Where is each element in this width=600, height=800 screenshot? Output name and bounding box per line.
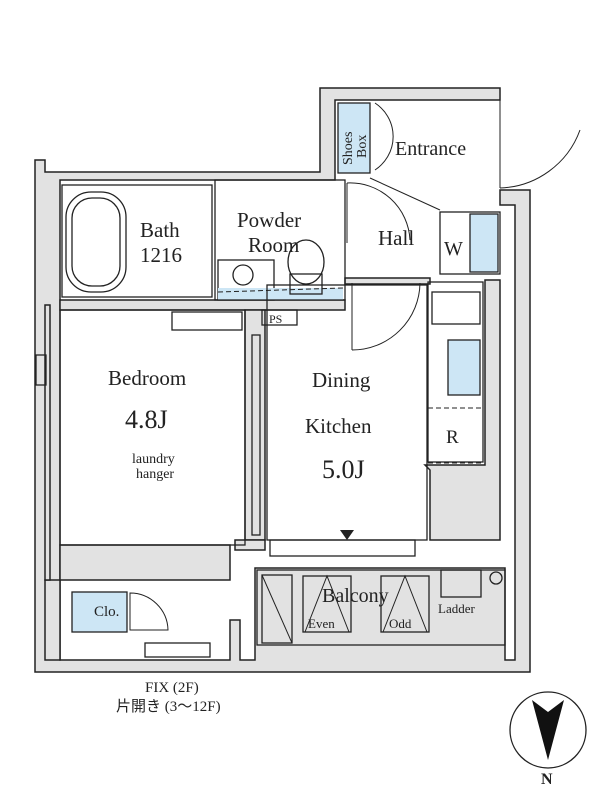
ladder-hatch xyxy=(440,569,482,598)
drain-icon xyxy=(489,571,503,585)
window-note-line2: 片開き (3〜12F) xyxy=(116,698,221,715)
refrigerator-space xyxy=(427,407,484,464)
kitchen-label: Kitchen xyxy=(305,414,372,438)
shoes-box xyxy=(337,102,371,174)
sink xyxy=(447,339,481,396)
closet-door xyxy=(129,592,169,631)
bedroom-size: 4.8J xyxy=(125,405,168,434)
balcony-window xyxy=(269,539,416,557)
bedroom-label: Bedroom xyxy=(108,366,186,390)
kitchen-door xyxy=(351,282,421,351)
balcony-label: Balcony xyxy=(322,585,389,607)
bath-label: Bath xyxy=(140,218,180,242)
compass-north-label: N xyxy=(541,771,553,788)
bathtub xyxy=(61,184,213,298)
hall-label: Hall xyxy=(378,226,414,250)
outdoor-unit xyxy=(261,574,293,644)
washer-space xyxy=(439,211,501,275)
walls xyxy=(34,87,531,673)
refrigerator-label: R xyxy=(446,427,459,448)
sliding-door xyxy=(251,334,261,536)
hall-door xyxy=(346,182,411,243)
powder-room-label: Powder xyxy=(237,208,301,232)
shoes-box-label: Shoes xyxy=(341,132,356,165)
shoes-box-door xyxy=(374,102,394,171)
window-note-line1: FIX (2F) xyxy=(145,680,199,696)
even-label: Even xyxy=(308,616,335,631)
entrance-label: Entrance xyxy=(395,138,466,160)
toilet xyxy=(287,239,325,295)
odd-label: Odd xyxy=(389,616,412,631)
balcony-area xyxy=(256,569,506,646)
dining-kitchen-size: 5.0J xyxy=(322,455,365,484)
closet-label: Clo. xyxy=(94,604,119,620)
dining-label: Dining xyxy=(312,368,371,392)
stove xyxy=(431,291,481,325)
kitchen-counter xyxy=(427,281,484,463)
entrance-door xyxy=(499,100,581,189)
main-opening-marker xyxy=(340,530,354,540)
north-compass-icon xyxy=(509,691,587,769)
bath-size: 1216 xyxy=(140,243,182,267)
pipe-space xyxy=(261,309,298,326)
ps-label: PS xyxy=(269,312,282,326)
side-window xyxy=(35,354,47,386)
air-conditioner xyxy=(171,311,243,331)
ladder-label: Ladder xyxy=(438,601,475,616)
laundry-hanger-label: laundry xyxy=(132,452,175,467)
closet xyxy=(71,591,128,633)
laundry-hanger-label-2: hanger xyxy=(136,467,174,482)
dining-kitchen-area xyxy=(266,284,428,541)
powder-room-label-2: Room xyxy=(248,233,299,257)
shoes-box-label-2: Box xyxy=(355,135,370,158)
bedroom-window xyxy=(144,642,211,658)
washer-label: W xyxy=(444,238,463,260)
entrance-step xyxy=(369,177,441,211)
